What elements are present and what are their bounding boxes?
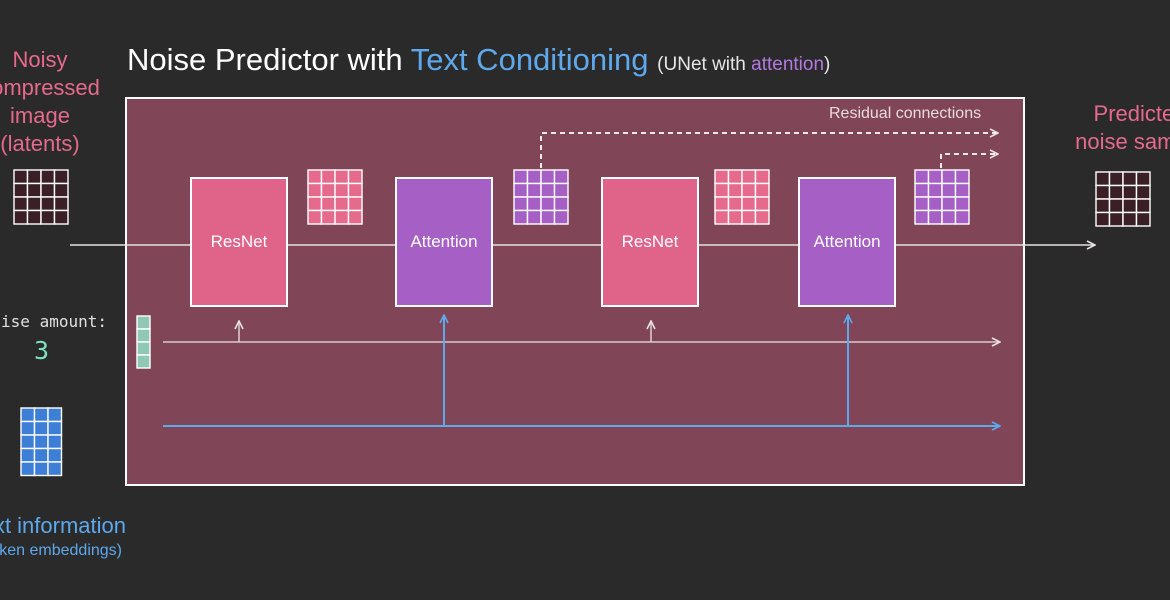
residual-arrow-long xyxy=(540,133,998,168)
attention-block: Attention xyxy=(798,177,896,307)
residual-connections-label: Residual connections xyxy=(829,105,982,122)
predicted-noise-grid-icon xyxy=(1095,171,1151,227)
latent-grid-icon xyxy=(13,169,69,225)
feature-grid-purple xyxy=(513,169,569,225)
noise-vector-icon xyxy=(136,315,151,369)
feature-grid-pink xyxy=(714,169,770,225)
title-sub-highlight: attention xyxy=(751,54,825,75)
residual-arrow-short xyxy=(940,154,998,168)
attention-block-label: Attention xyxy=(410,232,478,251)
title-subtitle: (UNet with attention) xyxy=(657,54,830,75)
resnet-block: ResNet xyxy=(190,177,288,307)
attention-block-label: Attention xyxy=(813,232,881,251)
attention-block: Attention xyxy=(395,177,493,307)
input-latents-label: Noisy compressed image (latents) xyxy=(0,46,140,158)
input-label-line: compressed xyxy=(0,75,100,100)
text-information-sublabel: (token embeddings) xyxy=(0,542,122,559)
feature-grid-pink xyxy=(307,169,363,225)
page-title: Noise Predictor with Text Conditioning (… xyxy=(127,42,830,78)
input-label-line: image xyxy=(10,103,70,128)
title-sub-close: ) xyxy=(824,54,831,75)
text-information-label: Text information xyxy=(0,513,126,538)
title-highlight: Text Conditioning xyxy=(410,42,649,77)
output-label-line: Predicted xyxy=(1093,101,1170,126)
text-embedding-grid-icon xyxy=(20,407,63,477)
noise-amount-value: 3 xyxy=(34,336,50,365)
feature-grid-purple xyxy=(914,169,970,225)
resnet-block-label: ResNet xyxy=(621,232,679,251)
title-main: Noise Predictor with xyxy=(127,42,411,77)
resnet-block-label: ResNet xyxy=(210,232,268,251)
output-noise-label: Predicted noise sample xyxy=(1040,100,1170,156)
input-label-line: (latents) xyxy=(0,131,80,156)
noise-amount-label: Noise amount: xyxy=(0,312,107,331)
output-label-line: noise sample xyxy=(1075,129,1170,154)
title-sub-open: (UNet with xyxy=(657,54,752,75)
input-label-line: Noisy xyxy=(12,47,68,72)
resnet-block: ResNet xyxy=(601,177,699,307)
